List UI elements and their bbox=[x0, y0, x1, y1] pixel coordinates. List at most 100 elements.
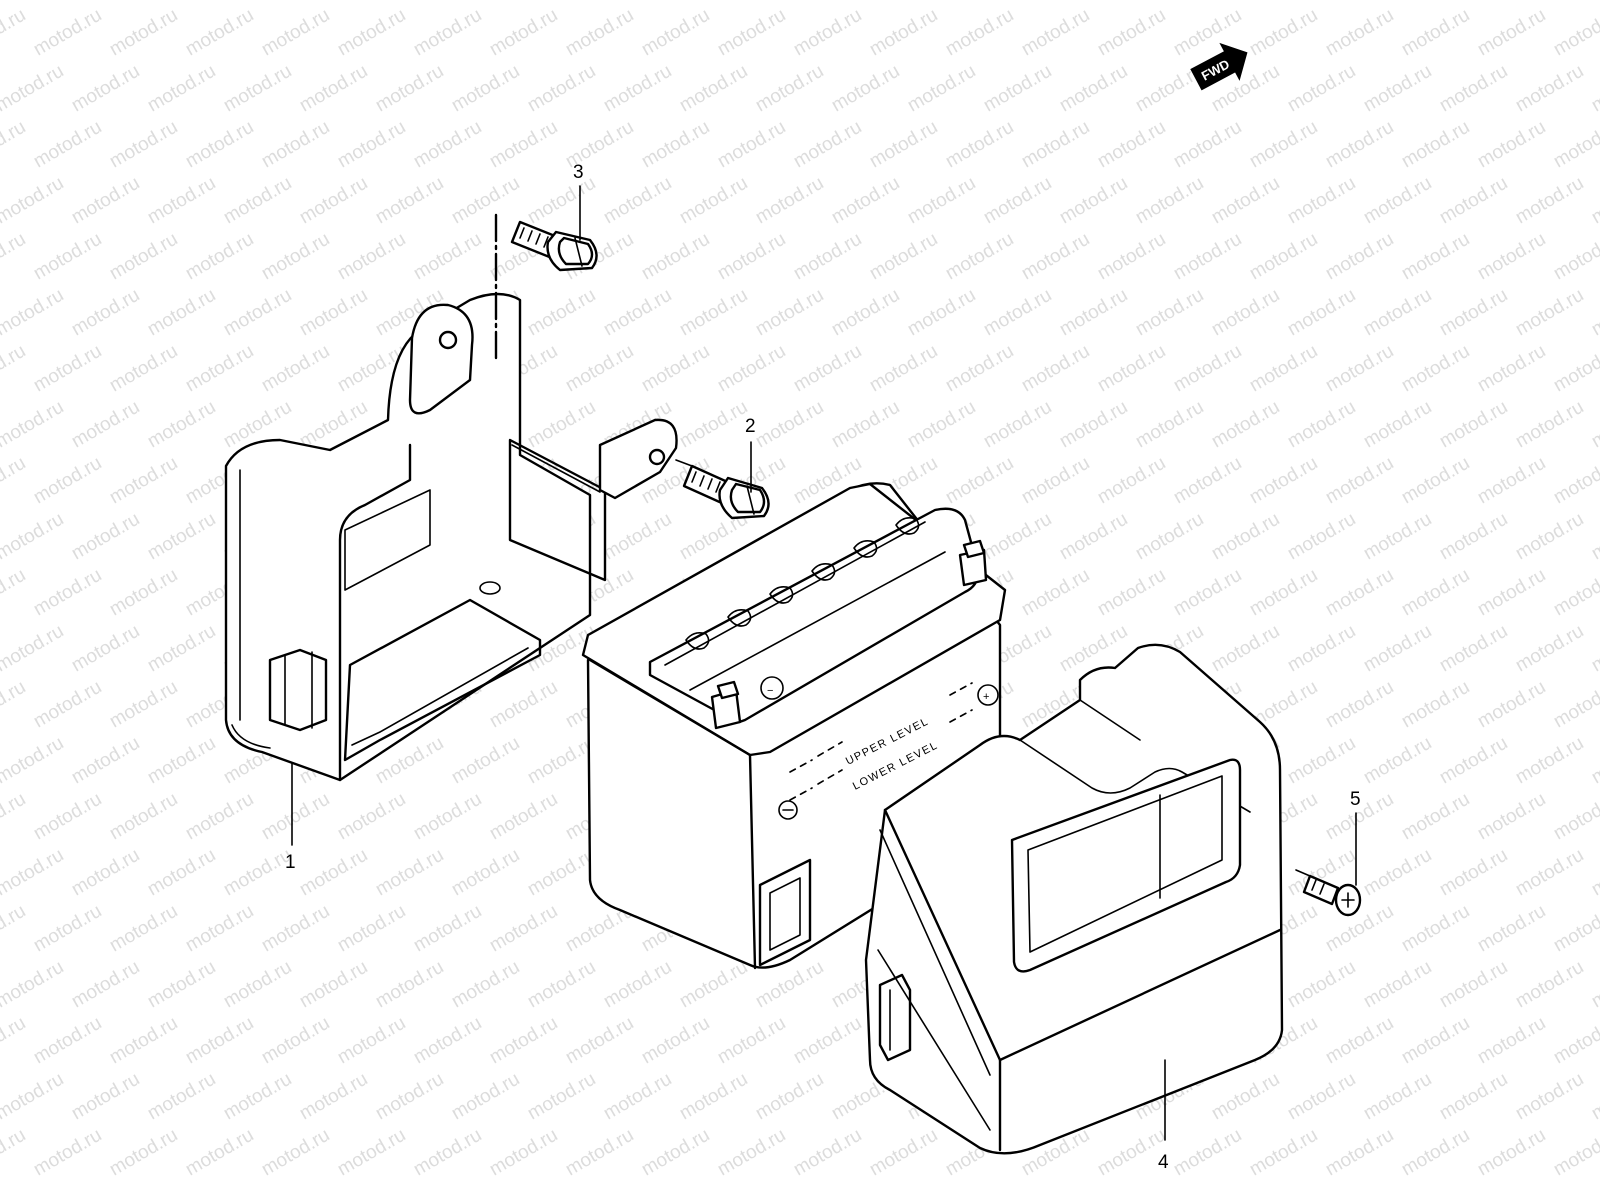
watermark-text: motod.ru bbox=[828, 61, 903, 117]
watermark-text: motod.ru bbox=[1094, 341, 1169, 397]
watermark-text: motod.ru bbox=[1360, 733, 1435, 789]
watermark-text: motod.ru bbox=[220, 285, 295, 341]
watermark-text: motod.ru bbox=[1398, 229, 1473, 285]
watermark-text: motod.ru bbox=[1284, 0, 1359, 4]
watermark-text: motod.ru bbox=[676, 61, 751, 117]
watermark-text: motod.ru bbox=[1474, 565, 1549, 621]
watermark-text: motod.ru bbox=[182, 117, 257, 173]
watermark-text: motod.ru bbox=[258, 1013, 333, 1069]
watermark-text: motod.ru bbox=[68, 509, 143, 565]
watermark-text: motod.ru bbox=[1056, 509, 1131, 565]
watermark-text: motod.ru bbox=[372, 0, 447, 4]
watermark-text: motod.ru bbox=[524, 957, 599, 1013]
watermark-text: motod.ru bbox=[1056, 173, 1131, 229]
watermark-text: motod.ru bbox=[486, 1013, 561, 1069]
watermark-text: motod.ru bbox=[1436, 61, 1511, 117]
watermark-text: motod.ru bbox=[334, 1013, 409, 1069]
watermark-text: motod.ru bbox=[1322, 1013, 1397, 1069]
watermark-text: motod.ru bbox=[1246, 117, 1321, 173]
watermark-text: motod.ru bbox=[410, 117, 485, 173]
watermark-text: motod.ru bbox=[1208, 0, 1283, 4]
watermark-text: motod.ru bbox=[486, 789, 561, 845]
watermark-text: motod.ru bbox=[1512, 621, 1587, 677]
watermark-text: motod.ru bbox=[1246, 5, 1321, 61]
watermark-text: motod.ru bbox=[714, 341, 789, 397]
watermark-text: motod.ru bbox=[410, 5, 485, 61]
watermark-text: motod.ru bbox=[714, 1013, 789, 1069]
watermark-text: motod.ru bbox=[676, 957, 751, 1013]
watermark-text: motod.ru bbox=[106, 901, 181, 957]
watermark-text: motod.ru bbox=[1436, 173, 1511, 229]
watermark-text: motod.ru bbox=[220, 173, 295, 229]
watermark-text: motod.ru bbox=[1284, 733, 1359, 789]
watermark-text: motod.ru bbox=[562, 1125, 637, 1181]
watermark-text: motod.ru bbox=[68, 173, 143, 229]
watermark-text: motod.ru bbox=[942, 117, 1017, 173]
watermark-text: motod.ru bbox=[1436, 509, 1511, 565]
watermark-text: motod.ru bbox=[1512, 1069, 1587, 1125]
callout-number: 2 bbox=[745, 416, 756, 437]
watermark-text: motod.ru bbox=[1018, 5, 1093, 61]
watermark-text: motod.ru bbox=[524, 285, 599, 341]
watermark-text: motod.ru bbox=[144, 285, 219, 341]
callout-4: 4 bbox=[1158, 1059, 1169, 1173]
watermark-text: motod.ru bbox=[980, 0, 1055, 4]
watermark-text: motod.ru bbox=[0, 397, 67, 453]
watermark-text: motod.ru bbox=[68, 957, 143, 1013]
watermark-text: motod.ru bbox=[1474, 229, 1549, 285]
watermark-text: motod.ru bbox=[144, 173, 219, 229]
vent-caps bbox=[685, 517, 920, 650]
callout-number: 1 bbox=[285, 852, 296, 873]
watermark-text: motod.ru bbox=[106, 1125, 181, 1181]
watermark-text: motod.ru bbox=[1208, 173, 1283, 229]
watermark-text: motod.ru bbox=[1322, 1125, 1397, 1181]
watermark-text: motod.ru bbox=[0, 61, 67, 117]
watermark-text: motod.ru bbox=[30, 229, 105, 285]
watermark-text: motod.ru bbox=[790, 341, 865, 397]
watermark-text: motod.ru bbox=[1550, 565, 1600, 621]
watermark-text: motod.ru bbox=[562, 1013, 637, 1069]
watermark-text: motod.ru bbox=[220, 1069, 295, 1125]
watermark-text: motod.ru bbox=[828, 397, 903, 453]
watermark-text: motod.ru bbox=[334, 117, 409, 173]
watermark-text: motod.ru bbox=[144, 957, 219, 1013]
watermark-text: motod.ru bbox=[0, 957, 67, 1013]
watermark-text: motod.ru bbox=[1474, 789, 1549, 845]
watermark-text: motod.ru bbox=[1588, 509, 1600, 565]
watermark-text: motod.ru bbox=[144, 397, 219, 453]
watermark-text: motod.ru bbox=[0, 845, 67, 901]
bolt-part-2 bbox=[675, 459, 770, 520]
watermark-text: motod.ru bbox=[30, 341, 105, 397]
watermark-text: motod.ru bbox=[1588, 0, 1600, 4]
watermark-text: motod.ru bbox=[1436, 845, 1511, 901]
watermark-text: motod.ru bbox=[1246, 1125, 1321, 1181]
battery-cover-part-4 bbox=[864, 643, 1284, 1155]
watermark-text: motod.ru bbox=[752, 397, 827, 453]
watermark-text: motod.ru bbox=[980, 173, 1055, 229]
watermark-text: motod.ru bbox=[1360, 285, 1435, 341]
watermark-text: motod.ru bbox=[866, 341, 941, 397]
watermark-text: motod.ru bbox=[144, 0, 219, 4]
watermark-text: motod.ru bbox=[1398, 5, 1473, 61]
watermark-text: motod.ru bbox=[1512, 509, 1587, 565]
watermark-text: motod.ru bbox=[752, 0, 827, 4]
watermark-text: motod.ru bbox=[486, 677, 561, 733]
watermark-text: motod.ru bbox=[486, 5, 561, 61]
watermark-text: motod.ru bbox=[334, 5, 409, 61]
watermark-text: motod.ru bbox=[1094, 229, 1169, 285]
watermark-text: motod.ru bbox=[0, 5, 29, 61]
watermark-text: motod.ru bbox=[372, 1069, 447, 1125]
watermark-text: motod.ru bbox=[1322, 565, 1397, 621]
watermark-text: motod.ru bbox=[866, 229, 941, 285]
watermark-text: motod.ru bbox=[1246, 229, 1321, 285]
watermark-text: motod.ru bbox=[1132, 0, 1207, 4]
watermark-text: motod.ru bbox=[1436, 733, 1511, 789]
watermark-text: motod.ru bbox=[410, 901, 485, 957]
watermark-text: motod.ru bbox=[1512, 0, 1587, 4]
watermark-text: motod.ru bbox=[1550, 341, 1600, 397]
watermark-text: motod.ru bbox=[448, 733, 523, 789]
watermark-text: motod.ru bbox=[1056, 0, 1131, 4]
watermark-text: motod.ru bbox=[1170, 341, 1245, 397]
watermark-text: motod.ru bbox=[1208, 621, 1283, 677]
watermark-text: motod.ru bbox=[828, 173, 903, 229]
